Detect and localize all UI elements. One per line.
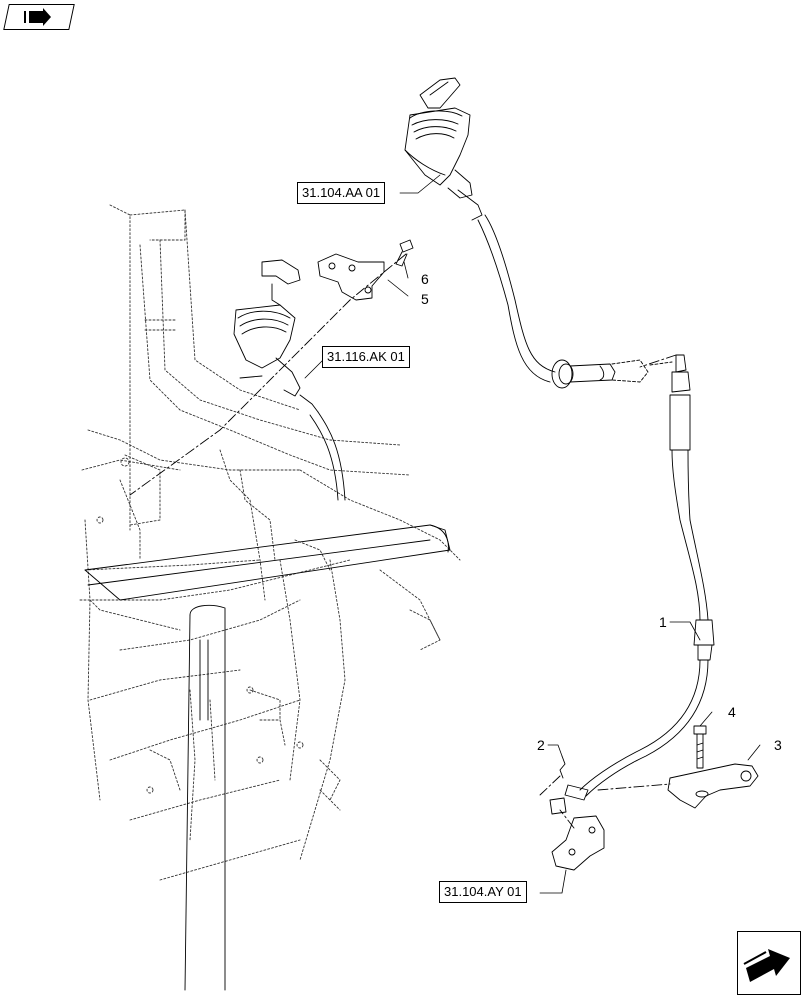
control-cable <box>564 354 715 801</box>
reference-box-bottom[interactable]: 31.104.AY 01 <box>439 881 527 903</box>
leader-lines <box>304 174 761 894</box>
callout-item-1: 1 <box>659 614 667 630</box>
previous-page-button[interactable] <box>3 4 75 30</box>
callout-item-4: 4 <box>728 704 736 720</box>
middle-hand-controller <box>233 259 346 501</box>
upper-cable-fitting <box>551 359 673 389</box>
lower-bracket <box>549 797 605 871</box>
next-page-button[interactable] <box>737 931 801 995</box>
lever-arm <box>667 763 759 809</box>
vehicle-frame <box>79 204 461 881</box>
callout-item-3: 3 <box>774 737 782 753</box>
callout-item-6: 6 <box>421 271 429 287</box>
top-hand-controller <box>404 77 556 383</box>
bolt <box>693 725 707 769</box>
reference-box-middle[interactable]: 31.116.AK 01 <box>322 346 410 368</box>
frame-post <box>184 604 226 991</box>
reference-box-top[interactable]: 31.104.AA 01 <box>297 182 386 204</box>
forward-arrow-icon <box>743 949 790 982</box>
back-arrow-icon <box>24 8 51 26</box>
mounting-screw <box>395 239 414 267</box>
cross-member <box>84 524 451 601</box>
center-lines <box>129 253 677 829</box>
mounting-bracket <box>317 253 385 301</box>
callout-item-5: 5 <box>421 291 429 307</box>
callout-item-2: 2 <box>537 737 545 753</box>
cable-clip <box>559 755 566 779</box>
